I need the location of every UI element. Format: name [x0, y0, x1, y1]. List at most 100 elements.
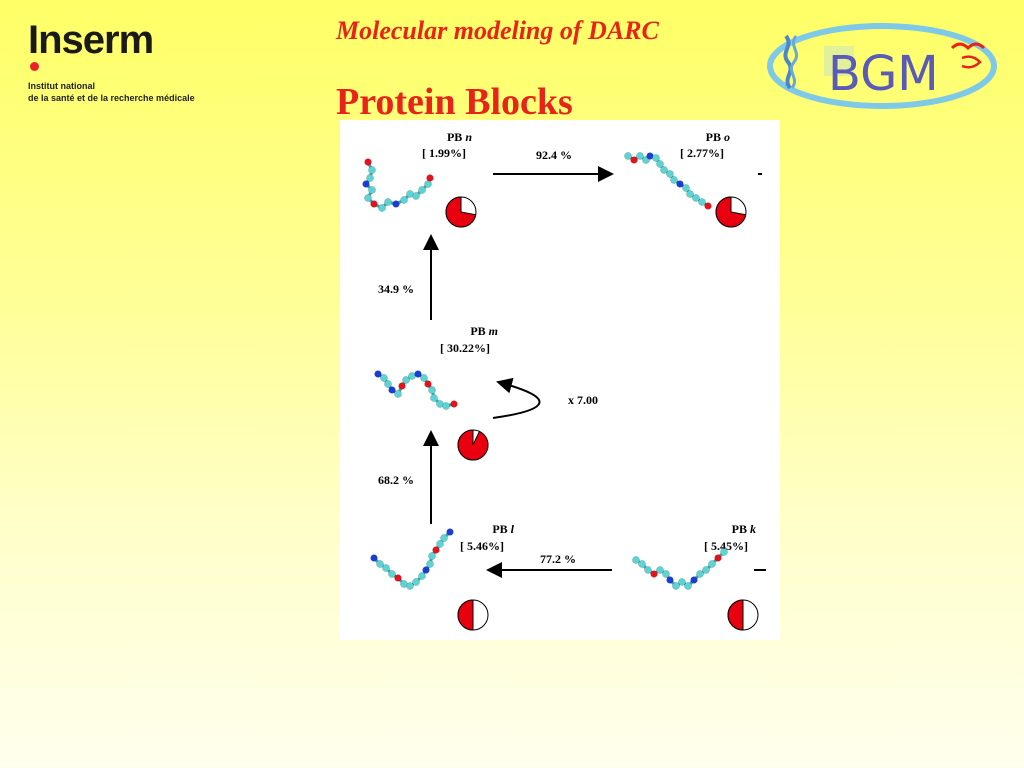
molecule-pb-k-atom	[702, 566, 710, 574]
pb-k-name: PB k	[702, 522, 756, 537]
molecule-pb-o-atom	[656, 160, 664, 168]
pb-k-letter: k	[750, 522, 756, 536]
molecule-pb-n-atom	[384, 198, 392, 206]
pb-o-name: PB o	[680, 130, 730, 145]
pb-o-percent: [ 2.77%]	[680, 146, 724, 160]
molecule-pb-l-atom	[418, 572, 426, 580]
molecule-pb-o-atom	[670, 176, 678, 184]
molecule-pb-k-atom	[714, 554, 722, 562]
molecule-pb-k-atom	[684, 582, 692, 590]
molecule-pb-m-atom	[430, 394, 438, 402]
molecule-pb-o-atom	[682, 184, 690, 192]
molecule-pb-k-atom	[656, 566, 664, 574]
molecule-pb-l-atom	[428, 552, 436, 560]
molecule-pb-l-atom	[432, 546, 440, 554]
molecule-pb-l	[370, 528, 454, 590]
molecule-pb-k-atom	[672, 582, 680, 590]
molecule-pb-o-atom	[660, 166, 668, 174]
molecule-pb-m-atom	[402, 376, 410, 384]
molecule-pb-m-atom	[420, 374, 428, 382]
molecule-pb-m-atom	[374, 370, 382, 378]
bgm-logo-ring	[767, 23, 997, 109]
molecule-pb-m-atom	[424, 380, 432, 388]
molecule-pb-k	[632, 548, 728, 590]
pb-m-prefix: PB	[470, 324, 486, 338]
slide-title: Protein Blocks	[336, 81, 573, 123]
molecule-pb-m	[374, 370, 458, 410]
molecule-pb-n-atom	[412, 192, 420, 200]
molecule-pb-n-atom	[368, 186, 376, 194]
inserm-caption-line1: Institut national	[28, 81, 95, 91]
molecule-pb-l-atom	[370, 554, 378, 562]
pb-n-name: PB n	[420, 130, 472, 145]
transition-arrows	[423, 166, 766, 578]
bgm-logo: BGM	[767, 23, 997, 109]
arrow-m-self-loop	[492, 377, 541, 419]
inserm-logo: Inserm Institut national de la santé et …	[28, 18, 195, 103]
molecule-pb-n-atom	[364, 158, 372, 166]
molecule-pb-l-atom	[426, 560, 434, 568]
molecule-pb-l-atom	[440, 534, 448, 542]
molecule-pb-k-atom	[650, 570, 658, 578]
pb-n-prefix: PB	[446, 130, 463, 144]
molecule-pb-m-atom	[394, 390, 402, 398]
molecule-pb-k-atom	[632, 556, 640, 564]
molecule-pb-m-atom	[414, 370, 422, 378]
molecule-pb-o-atom	[692, 194, 700, 202]
molecule-pb-k-atom	[690, 576, 698, 584]
pie-pb-n	[445, 196, 477, 228]
molecule-pb-m-atom	[388, 386, 396, 394]
transition-n-to-o-label: 92.4 %	[536, 148, 572, 162]
inserm-caption-line2: de la santé et de la recherche médicale	[28, 93, 195, 103]
molecule-pb-o	[624, 152, 712, 210]
pie-o-wedge	[715, 196, 747, 228]
pb-l-percent: [ 5.46%]	[460, 539, 504, 553]
molecule-pb-m-atom	[442, 402, 450, 410]
pb-o-prefix: PB	[705, 130, 721, 144]
bgm-dna-strand-icon	[789, 35, 799, 89]
inserm-logo-text: Inserm	[28, 18, 154, 62]
molecule-pb-n-atom	[370, 200, 378, 208]
molecule-pb-l-atom	[436, 540, 444, 548]
pie-pb-m	[457, 429, 489, 461]
molecule-pb-n-atom	[418, 186, 426, 194]
pie-k-wedge	[727, 599, 744, 631]
molecule-pb-o-atom	[698, 198, 706, 206]
molecule-pb-k-atom	[666, 576, 674, 584]
slide-subtitle: Molecular modeling of DARC	[336, 16, 659, 45]
molecule-pb-o-atom	[686, 190, 694, 198]
molecule-pb-l-atom	[382, 564, 390, 572]
pb-k-prefix: PB	[731, 522, 747, 536]
molecule-pb-n-atom	[426, 174, 434, 182]
pie-pb-l	[457, 599, 489, 631]
molecule-pb-n-atom	[362, 180, 370, 188]
molecule-pb-n-atom	[368, 166, 376, 174]
pb-m-name: PB m	[440, 324, 498, 339]
molecule-pb-k-atom	[678, 578, 686, 586]
transition-m-to-n-label: 34.9 %	[378, 282, 414, 296]
molecule-pb-k-atom	[638, 560, 646, 568]
pie-pb-o	[715, 196, 747, 228]
molecule-pb-m-atom	[428, 386, 436, 394]
pie-l-wedge	[457, 599, 474, 631]
molecule-pb-o-atom	[652, 154, 660, 162]
molecule-pb-o-atom	[676, 180, 684, 188]
molecule-pb-k-atom	[644, 566, 652, 574]
molecule-pb-n-atom	[366, 174, 374, 182]
molecule-pb-k-atom	[708, 560, 716, 568]
molecule-pb-o-atom	[666, 170, 674, 178]
bgm-dna-icon	[783, 34, 793, 90]
pie-m-wedge	[457, 429, 489, 461]
inserm-logo-caption: Institut national de la santé et de la r…	[28, 80, 258, 104]
molecule-pb-n	[362, 158, 434, 212]
molecule-pb-l-atom	[406, 582, 414, 590]
pb-n-percent: [ 1.99%]	[422, 146, 466, 160]
molecule-pb-m-atom	[450, 400, 458, 408]
transition-k-to-l-label: 77.2 %	[540, 552, 576, 566]
molecule-pb-k-atom	[696, 570, 704, 578]
molecule-pb-n-atom	[378, 204, 386, 212]
molecule-pb-o-atom	[704, 202, 712, 210]
molecule-pb-o-atom	[630, 156, 638, 164]
protein-blocks-diagram: PB n [ 1.99%] PB o [ 2.77%] PB m [ 30.22…	[340, 120, 780, 640]
molecule-pb-n-atom	[400, 196, 408, 204]
